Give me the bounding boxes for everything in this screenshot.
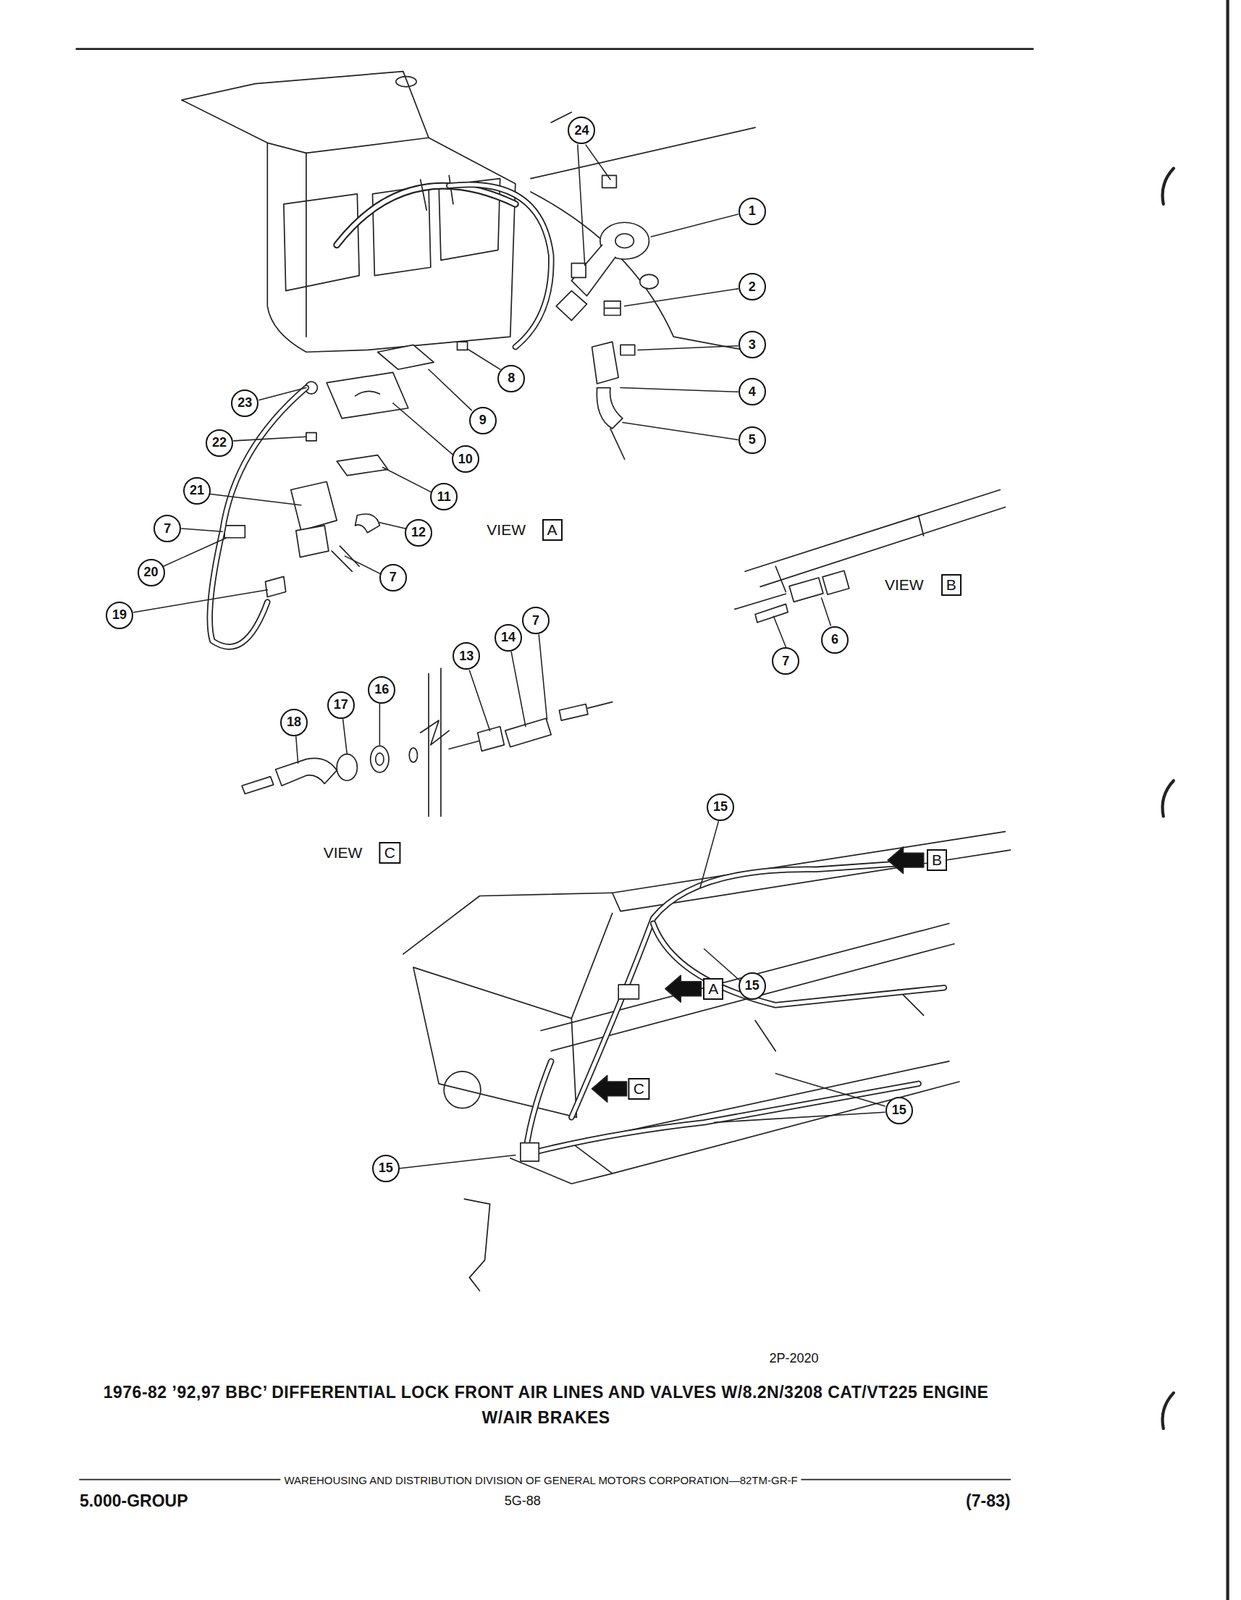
callout-number: 3 [738,330,767,359]
callout-number: 19 [105,601,134,630]
callout-number: 1 [738,197,767,226]
callout-number: 5 [738,426,767,454]
view-letter-box: B [926,849,948,872]
view-letter-box: A [703,978,724,1000]
view-label: VIEW [322,844,365,862]
view-letter-box: A [542,519,563,541]
callout-number: 11 [430,482,458,511]
reference-text: 5G-88 [502,1493,544,1509]
callout-number: 15 [372,1154,400,1183]
view-letter-box: C [628,1078,650,1100]
callout-number: 6 [821,626,849,654]
view-letter-box: B [941,574,962,596]
view-label: VIEW [883,576,926,594]
callout-number: 15 [738,972,767,1000]
callout-number: 7 [522,606,550,635]
callout-number: 17 [327,691,355,719]
callout-number: 22 [205,429,234,457]
callout-number: 18 [280,708,308,737]
callout-number: 7 [771,647,800,675]
callout-number: 7 [379,564,407,592]
callout-number: 24 [567,116,596,145]
diagram-title: 1976-82 ’92,97 BBC’ DIFFERENTIAL LOCK FR… [93,1380,999,1431]
group-number: 5.000-GROUP [79,1491,189,1512]
view-label: VIEW [485,521,528,539]
footer-text: WAREHOUSING AND DISTRIBUTION DIVISION OF… [280,1473,801,1486]
callout-number: 10 [451,445,480,473]
callout-number: 4 [738,377,767,406]
view-letter-box: C [379,842,401,864]
callout-number: 15 [885,1096,914,1125]
callout-number: 7 [153,514,182,543]
date-code: (7-83) [965,1491,1011,1512]
callout-number: 21 [183,477,211,505]
callout-number: 12 [404,519,433,547]
callout-number: 9 [469,406,497,435]
reference-text: 2P-2020 [767,1351,822,1367]
callout-number: 13 [452,642,481,670]
callout-number: 16 [367,676,396,704]
callout-number: 2 [738,272,767,301]
callout-number: 20 [137,558,166,587]
callout-number: 14 [494,624,523,652]
callout-number: 15 [706,793,735,822]
callout-number: 23 [230,389,259,418]
callout-number: 8 [497,364,525,393]
